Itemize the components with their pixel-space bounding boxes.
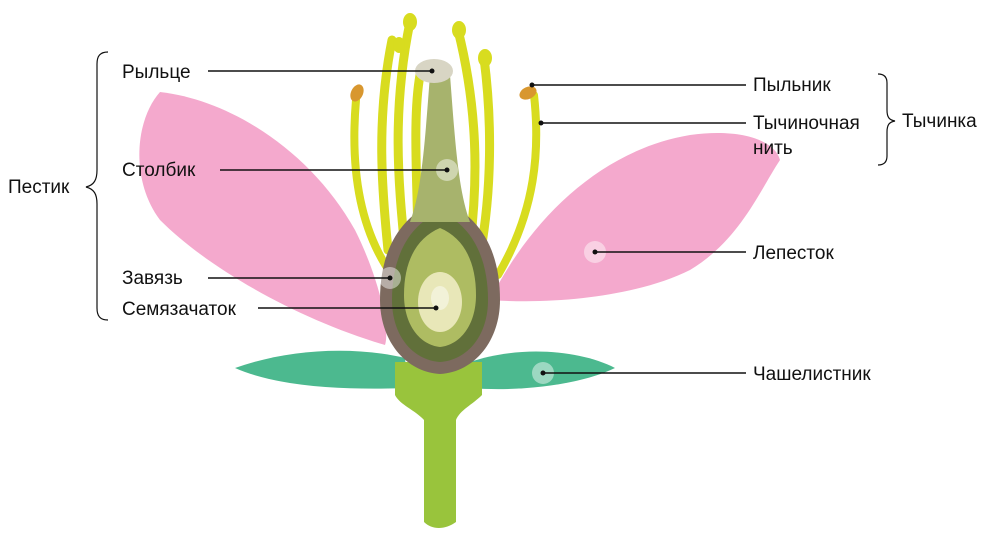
flower-illustration [139,13,780,528]
stem [395,362,482,528]
style-label: Столбик [122,160,196,181]
pistil-label: Пестик [8,177,70,198]
ovule-shape [418,272,462,332]
right-anther [519,86,537,100]
ovule-label: Семязачаток [122,299,237,320]
leader-lines [208,68,746,376]
background-filaments [377,13,495,260]
stamen-brace [877,73,896,166]
petal-label: Лепесток [753,243,834,264]
sepal-label: Чашелистник [753,364,871,385]
left-anther [350,84,364,102]
left-petal [139,92,387,345]
front-stamens [350,84,541,279]
left-sepal [235,350,408,389]
filament-label-line2: нить [753,138,793,159]
ovary-label: Завязь [122,268,183,289]
right-petal [490,132,780,302]
filament-label-line1: Тычиночная [753,113,860,134]
pistil [380,59,500,374]
anther-label: Пыльник [753,75,831,96]
pistil-brace [85,51,109,321]
stamen-label: Тычинка [902,111,977,132]
style-shape [410,75,470,222]
stigma-label: Рыльце [122,62,191,83]
right-sepal [470,351,615,390]
labels: Рыльце Столбик Завязь Семязачаток Пестик… [8,62,977,385]
